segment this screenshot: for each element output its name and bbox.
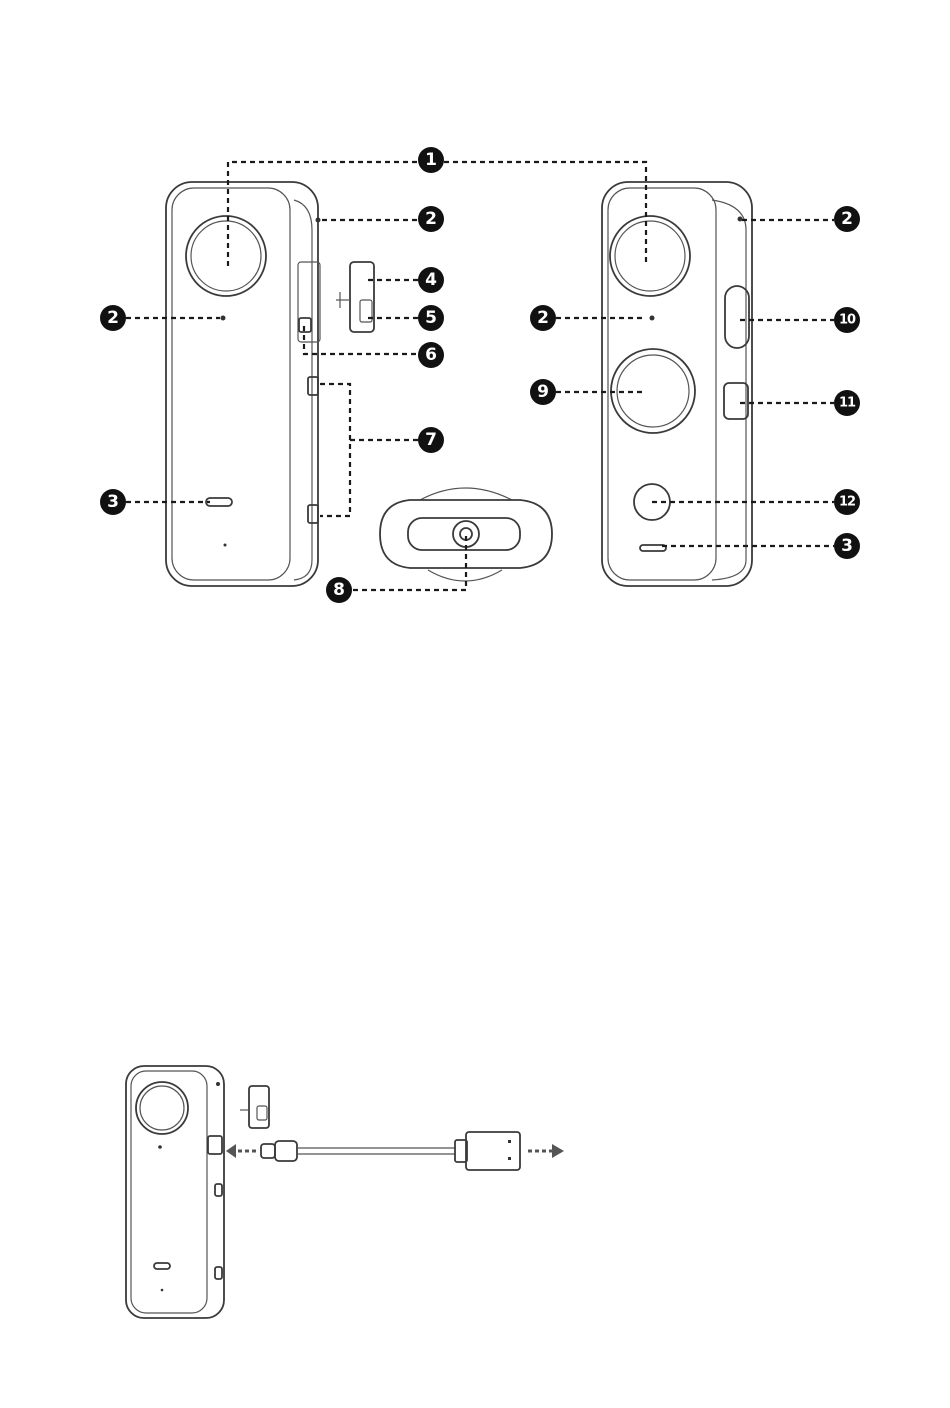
callout-1: 1 xyxy=(418,147,444,173)
callout-2-label: 2 xyxy=(841,209,853,229)
callout-9-label: 9 xyxy=(537,382,549,402)
callout-9: 9 xyxy=(530,379,556,405)
callout-2-label: 2 xyxy=(107,308,119,328)
callout-6-label: 6 xyxy=(425,345,437,365)
callout-1-label: 1 xyxy=(425,150,437,170)
camera-front-view xyxy=(166,182,321,586)
callout-5: 5 xyxy=(418,305,444,331)
back-lens xyxy=(610,216,690,296)
callout-3-label: 3 xyxy=(841,536,853,556)
callout-5-label: 5 xyxy=(425,308,437,328)
callout-10: 10 xyxy=(834,307,860,333)
leader-lines xyxy=(126,162,834,590)
callout-3-left: 3 xyxy=(100,489,126,515)
callout-8-label: 8 xyxy=(333,580,345,600)
callout-4: 4 xyxy=(418,267,444,293)
callout-8: 8 xyxy=(326,577,352,603)
callout-3-label: 3 xyxy=(107,492,119,512)
front-lens xyxy=(186,216,266,296)
callout-12: 12 xyxy=(834,489,860,515)
callout-7: 7 xyxy=(418,427,444,453)
callout-2-left-top: 2 xyxy=(418,206,444,232)
callout-2-left-side: 2 xyxy=(100,305,126,331)
callout-4-label: 4 xyxy=(425,270,437,290)
power-button xyxy=(724,383,748,419)
usb-cover xyxy=(336,262,374,332)
callout-2-label: 2 xyxy=(425,209,437,229)
callout-11-label: 11 xyxy=(839,396,856,411)
callout-2-right-top: 2 xyxy=(834,206,860,232)
callout-7-label: 7 xyxy=(425,430,437,450)
camera-back-view xyxy=(602,182,752,586)
callout-10-label: 10 xyxy=(839,313,856,328)
callout-3-right: 3 xyxy=(834,533,860,559)
callout-6: 6 xyxy=(418,342,444,368)
callout-12-label: 12 xyxy=(839,495,855,510)
callout-2-right-side: 2 xyxy=(530,305,556,331)
usb-connection-illustration xyxy=(126,1066,564,1318)
callout-11: 11 xyxy=(834,390,860,416)
callout-2-label: 2 xyxy=(537,308,549,328)
